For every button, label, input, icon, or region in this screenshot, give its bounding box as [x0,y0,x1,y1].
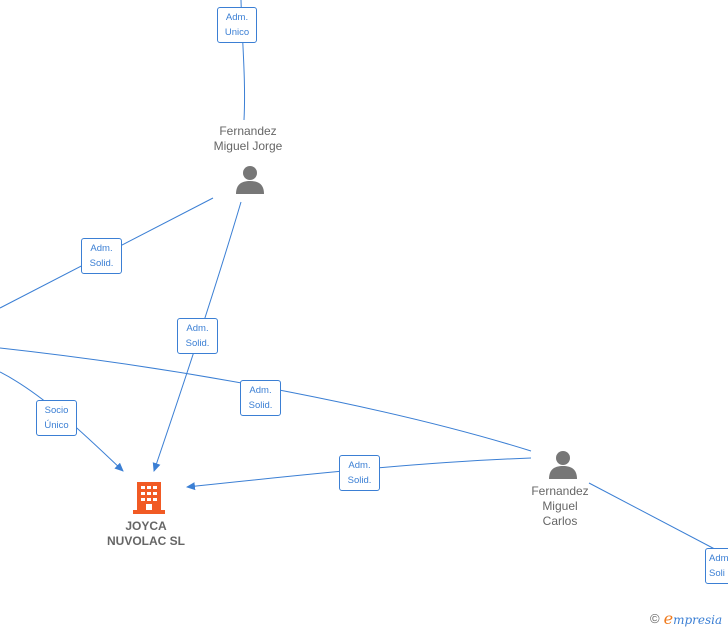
brand-e: e [663,609,674,628]
edge-carlos-right [588,482,728,557]
brand-watermark: © empresia [650,609,722,628]
edge-label-adm-solid-right: Adm. Soli [705,548,728,584]
person-icon[interactable] [235,164,265,194]
node-fernandez-miguel-carlos-name[interactable]: Fernandez Miguel Carlos [531,484,589,528]
person-icon[interactable] [548,449,578,479]
edge-left-carlos [0,347,532,452]
edge-label-socio-unico: Socio Único [36,400,77,436]
edge-label-adm-solid-jorge-left: Adm. Solid. [81,238,122,274]
edge-label-adm-solid-jorge-company: Adm. Solid. [177,318,218,354]
copyright-icon: © [650,611,660,626]
edge-label-adm-solid-carlos-company: Adm. Solid. [339,455,380,491]
node-company-name[interactable]: JOYCA NUVOLAC SL [107,519,185,548]
brand-rest: mpresia [673,613,723,627]
building-icon[interactable] [133,480,165,514]
edge-label-adm-unico: Adm. Unico [217,7,257,43]
node-fernandez-miguel-jorge-name[interactable]: Fernandez Miguel Jorge [213,124,283,153]
edge-label-adm-solid-left-carlos: Adm. Solid. [240,380,281,416]
